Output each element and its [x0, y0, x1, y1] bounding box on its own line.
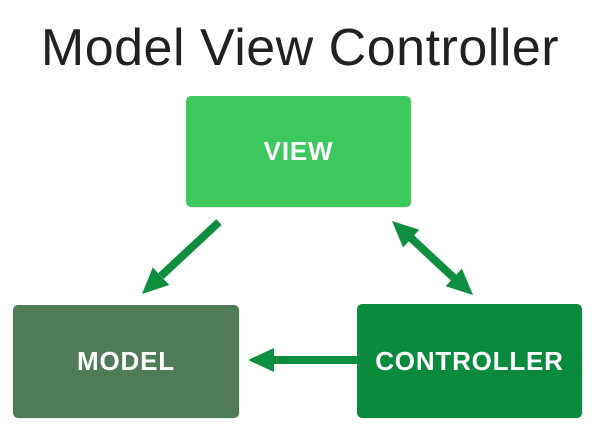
- arrow-view-to-model: [142, 219, 222, 294]
- controller-node: CONTROLLER: [357, 304, 582, 418]
- model-node-label: MODEL: [77, 346, 175, 376]
- view-node: VIEW: [186, 96, 411, 207]
- model-node: MODEL: [13, 305, 239, 418]
- arrow-view-controller-bidirectional: [392, 221, 473, 295]
- page-title: Model View Controller: [40, 19, 560, 77]
- view-node-label: VIEW: [263, 136, 334, 166]
- controller-node-label: CONTROLLER: [375, 345, 564, 376]
- arrow-controller-to-model: [248, 348, 357, 372]
